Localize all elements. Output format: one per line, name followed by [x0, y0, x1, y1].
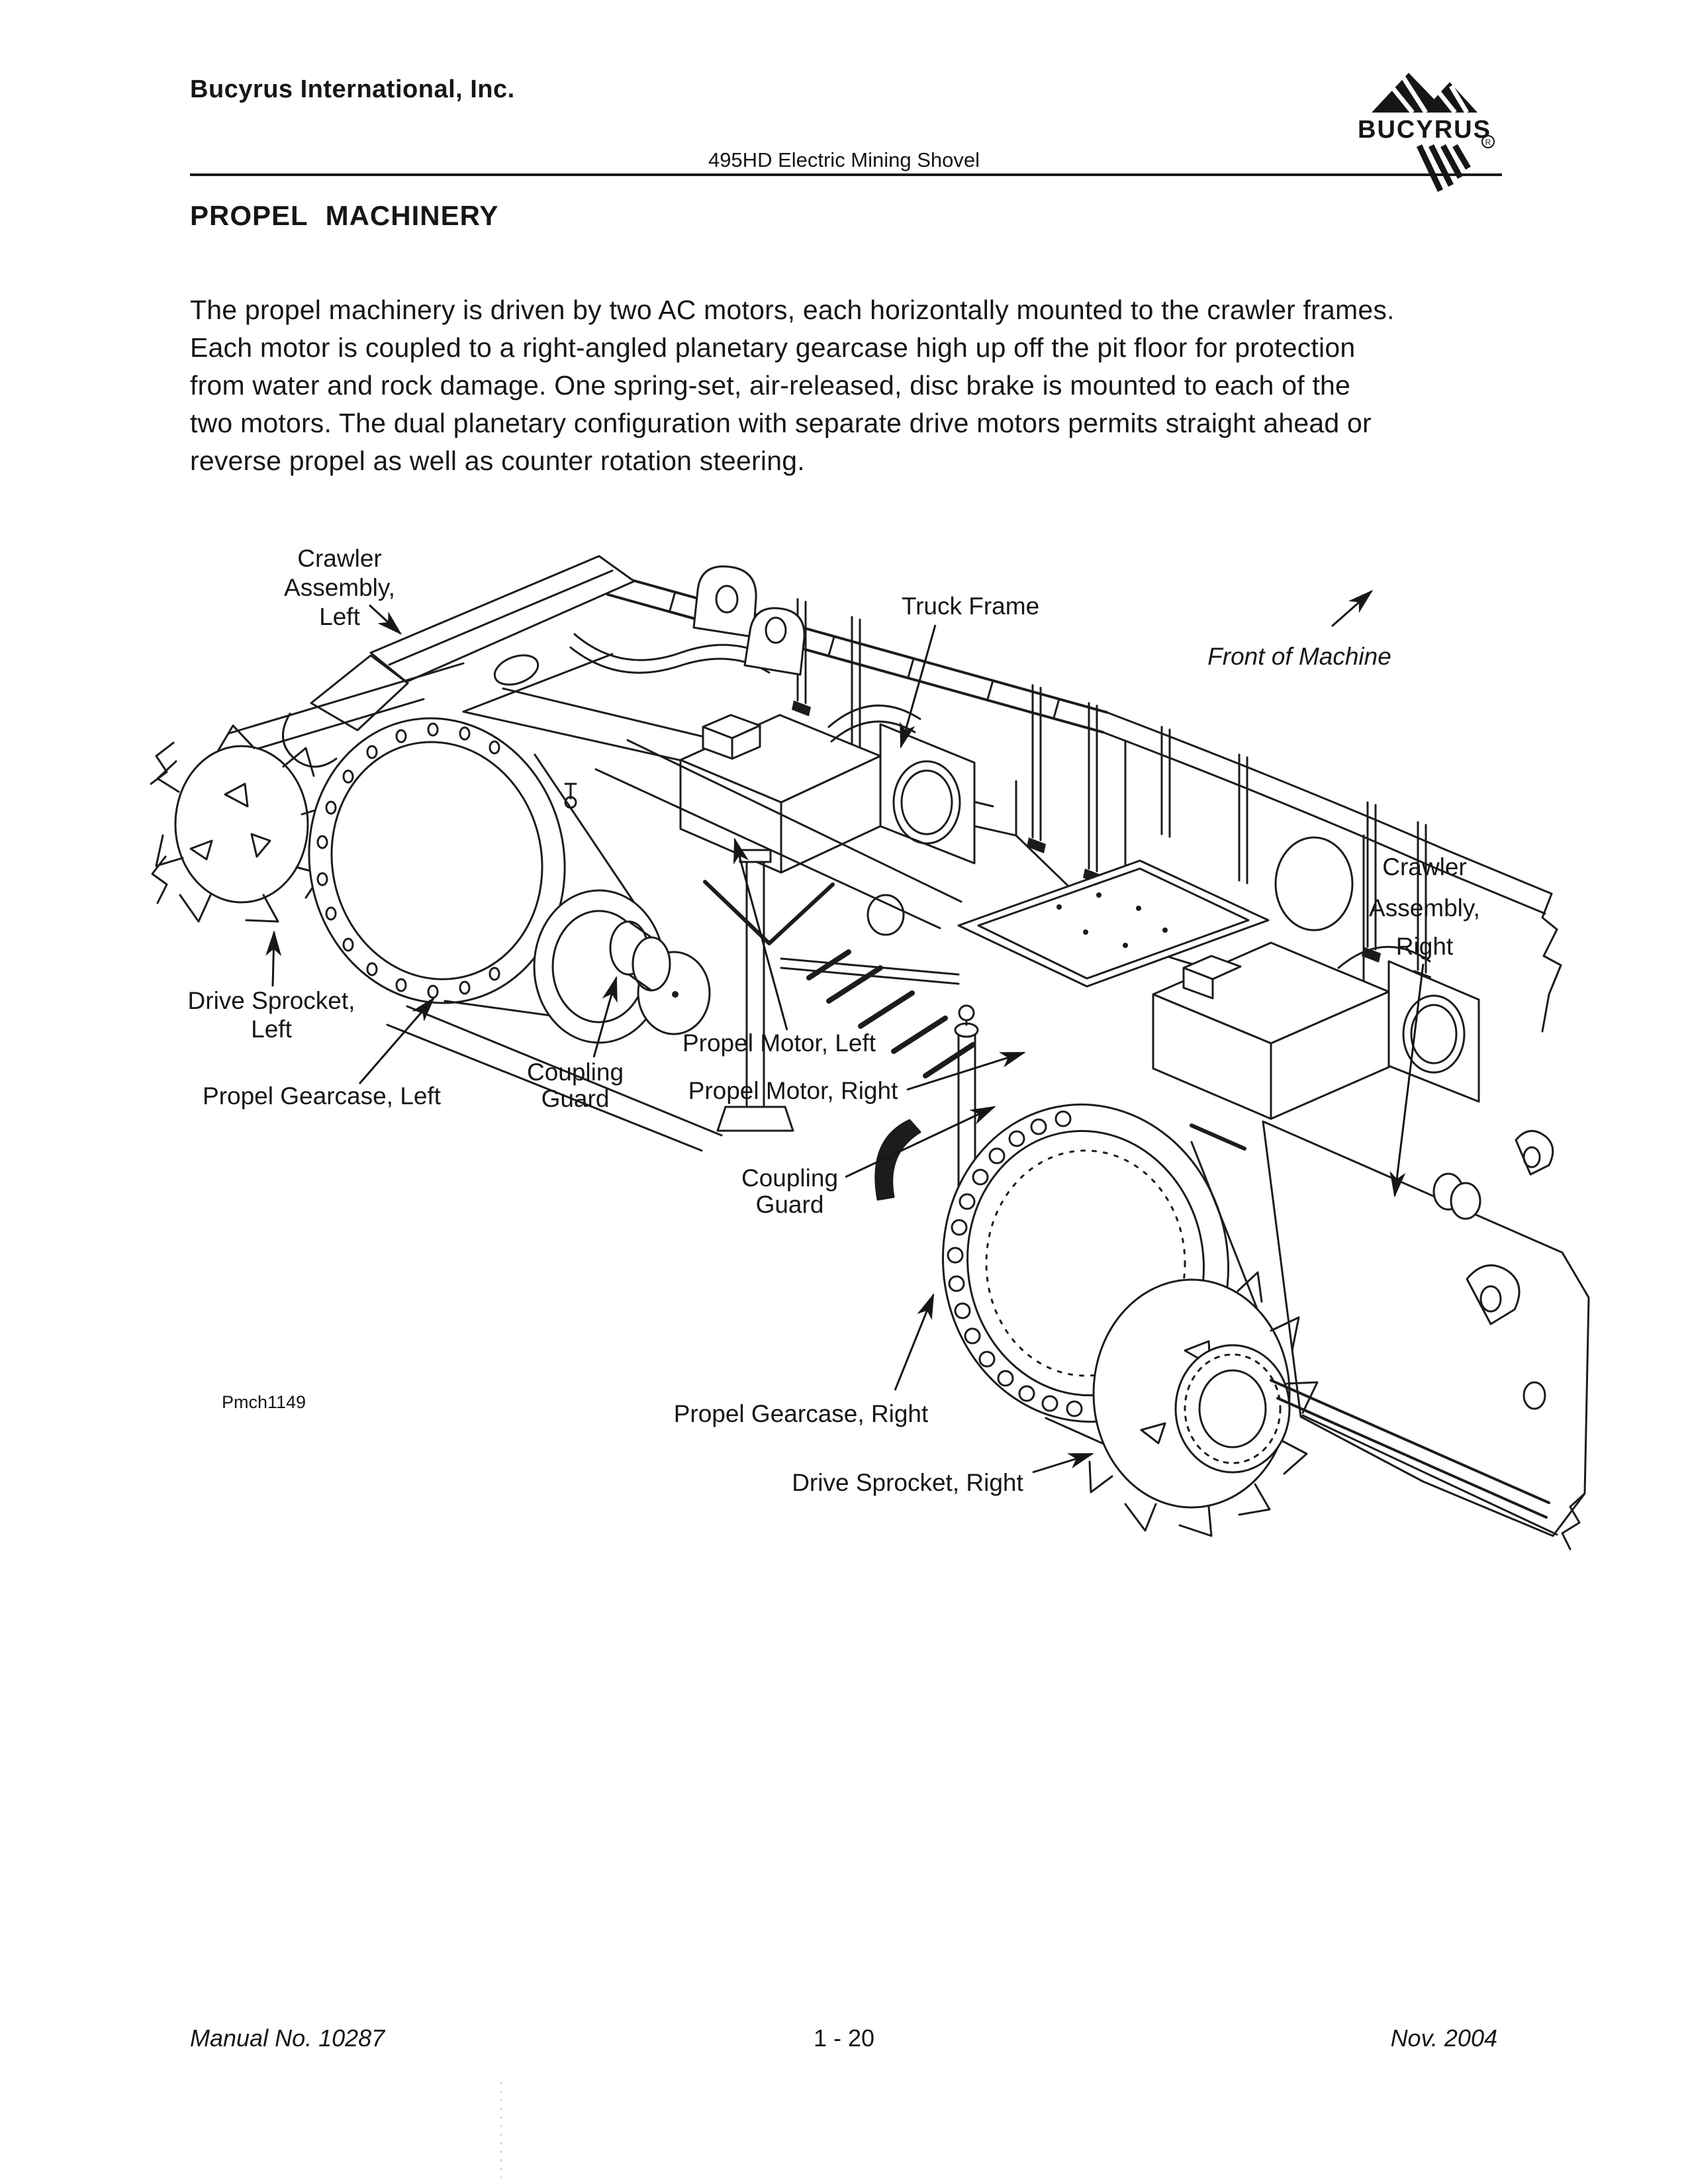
footer-page-number: 1 - 20 [813, 2024, 875, 2052]
paragraph-line: The propel machinery is driven by two AC… [190, 295, 1395, 325]
footer-date: Nov. 2004 [1390, 2024, 1497, 2052]
logo-mountain-icon [1372, 73, 1447, 113]
label-coupling-guard-left: Coupling Guard [527, 1059, 624, 1112]
logo-wordmark: BUCYRUS [1358, 116, 1491, 144]
leader-propel-gearcase-right [894, 1293, 935, 1391]
gearcase-chain-drawing [947, 1110, 1083, 1417]
bucyrus-logo: BUCYRUS R [1358, 73, 1495, 192]
svg-text:Coupling: Coupling [741, 1164, 838, 1192]
leader-propel-gearcase-left [358, 996, 435, 1084]
right-crawler-drawing [1262, 1120, 1590, 1550]
leader-truck-frame [900, 624, 937, 749]
label-propel-motor-left: Propel Motor, Left [682, 1029, 876, 1057]
svg-text:Drive Sprocket,: Drive Sprocket, [188, 987, 355, 1014]
right-coupling-guard-drawing [874, 1119, 921, 1201]
svg-text:Left: Left [319, 603, 360, 630]
svg-text:Assembly,: Assembly, [1369, 894, 1480, 922]
right-motor-drawing [1152, 941, 1480, 1151]
label-crawler-assembly-right: Crawler Assembly, Right [1369, 853, 1480, 960]
svg-text:Right: Right [1396, 933, 1454, 960]
svg-text:Crawler: Crawler [1382, 853, 1466, 880]
leader-crawler-assembly-left [368, 604, 402, 636]
paragraph-line: Each motor is coupled to a right-angled … [190, 332, 1356, 363]
logo-stripes-icon [1416, 144, 1471, 192]
left-coupling-guard-drawing [609, 920, 671, 992]
leader-drive-sprocket-left [265, 930, 282, 987]
header-rule [190, 173, 1502, 176]
svg-text:Left: Left [251, 1016, 292, 1043]
label-crawler-assembly-left: Crawler Assembly, Left [284, 545, 395, 630]
left-gearcase-drawing [308, 717, 711, 1044]
figure-code: Pmch1149 [222, 1392, 306, 1412]
footer-manual-number: Manual No. 10287 [190, 2024, 385, 2052]
leader-propel-motor-left [733, 837, 788, 1031]
paragraph-line: two motors. The dual planetary configura… [190, 408, 1372, 438]
body-paragraph: The propel machinery is driven by two AC… [190, 291, 1507, 480]
figure-labels: Crawler Assembly, Left Truck Frame Front… [188, 545, 1480, 1496]
document-subtitle: 495HD Electric Mining Shovel [708, 148, 980, 171]
leader-drive-sprocket-right [1032, 1452, 1094, 1474]
registered-mark-icon [1481, 135, 1495, 148]
left-crawler-drawing [150, 555, 806, 1152]
frame-posts-drawing [792, 598, 1431, 986]
label-truck-frame: Truck Frame [902, 593, 1039, 620]
label-propel-motor-right: Propel Motor, Right [688, 1077, 898, 1104]
section-title: PROPEL MACHINERY [190, 200, 499, 231]
leader-crawler-assembly-right [1389, 963, 1425, 1198]
machinery-drawing [150, 555, 1590, 1550]
svg-text:Coupling: Coupling [527, 1059, 624, 1086]
leader-lines [265, 590, 1425, 1474]
label-front-of-machine: Front of Machine [1207, 643, 1391, 670]
label-coupling-guard-right: Coupling Guard [741, 1164, 838, 1218]
label-propel-gearcase-right: Propel Gearcase, Right [674, 1400, 929, 1427]
registered-mark-letter: R [1485, 138, 1491, 147]
svg-text:Assembly,: Assembly, [284, 574, 395, 601]
label-drive-sprocket-left: Drive Sprocket, Left [188, 987, 355, 1043]
left-motor-drawing [594, 704, 976, 1132]
paragraph-line: from water and rock damage. One spring-s… [190, 370, 1351, 401]
svg-text:Guard: Guard [756, 1191, 824, 1218]
leader-coupling-guard-left [592, 976, 618, 1058]
svg-text:Guard: Guard [541, 1085, 610, 1112]
label-propel-gearcase-left: Propel Gearcase, Left [203, 1082, 442, 1110]
leader-coupling-guard-right [845, 1106, 996, 1178]
svg-text:Crawler: Crawler [297, 545, 381, 572]
leader-propel-motor-right [906, 1051, 1026, 1091]
right-sprocket-drawing [1088, 1271, 1550, 1537]
label-drive-sprocket-right: Drive Sprocket, Right [792, 1469, 1023, 1496]
company-name: Bucyrus International, Inc. [190, 75, 515, 103]
paragraph-line: reverse propel as well as counter rotati… [190, 446, 805, 476]
leader-front-of-machine [1331, 590, 1374, 628]
